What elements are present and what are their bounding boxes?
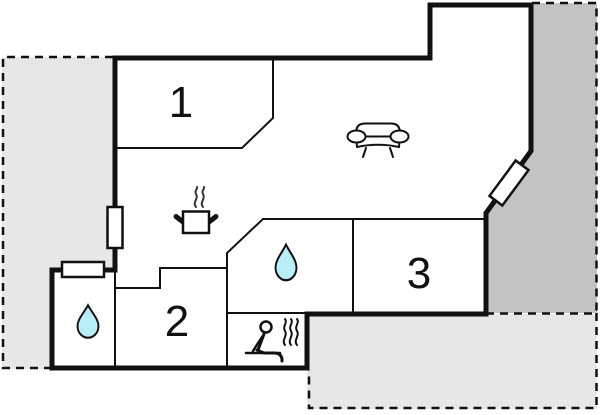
sofa-icon	[346, 122, 410, 158]
sauna-icon	[244, 318, 299, 363]
terrace-top-right	[486, 3, 597, 313]
terrace-left	[2, 57, 115, 369]
wall-room1	[115, 58, 274, 149]
interior-walls	[114, 58, 487, 368]
water-drop-icon-left	[76, 303, 100, 339]
water-drop-icon-middle	[274, 242, 298, 282]
door-diagonal-icon	[487, 158, 531, 208]
room-3-label: 3	[407, 249, 431, 298]
terrace-bottom	[307, 314, 597, 409]
building-outline	[49, 2, 534, 371]
wall-corridor-bathroom	[226, 218, 487, 368]
room-1-label: 1	[169, 78, 193, 127]
window-horizontal-icon	[60, 260, 106, 279]
terrace-bottom-dashed-border	[307, 313, 598, 410]
room-2-label: 2	[165, 297, 189, 346]
terrace-top-right-dashed-border	[532, 1, 598, 313]
wall-room2-step	[115, 267, 227, 289]
window-vertical-icon	[106, 205, 124, 250]
stove-icon	[173, 186, 219, 235]
